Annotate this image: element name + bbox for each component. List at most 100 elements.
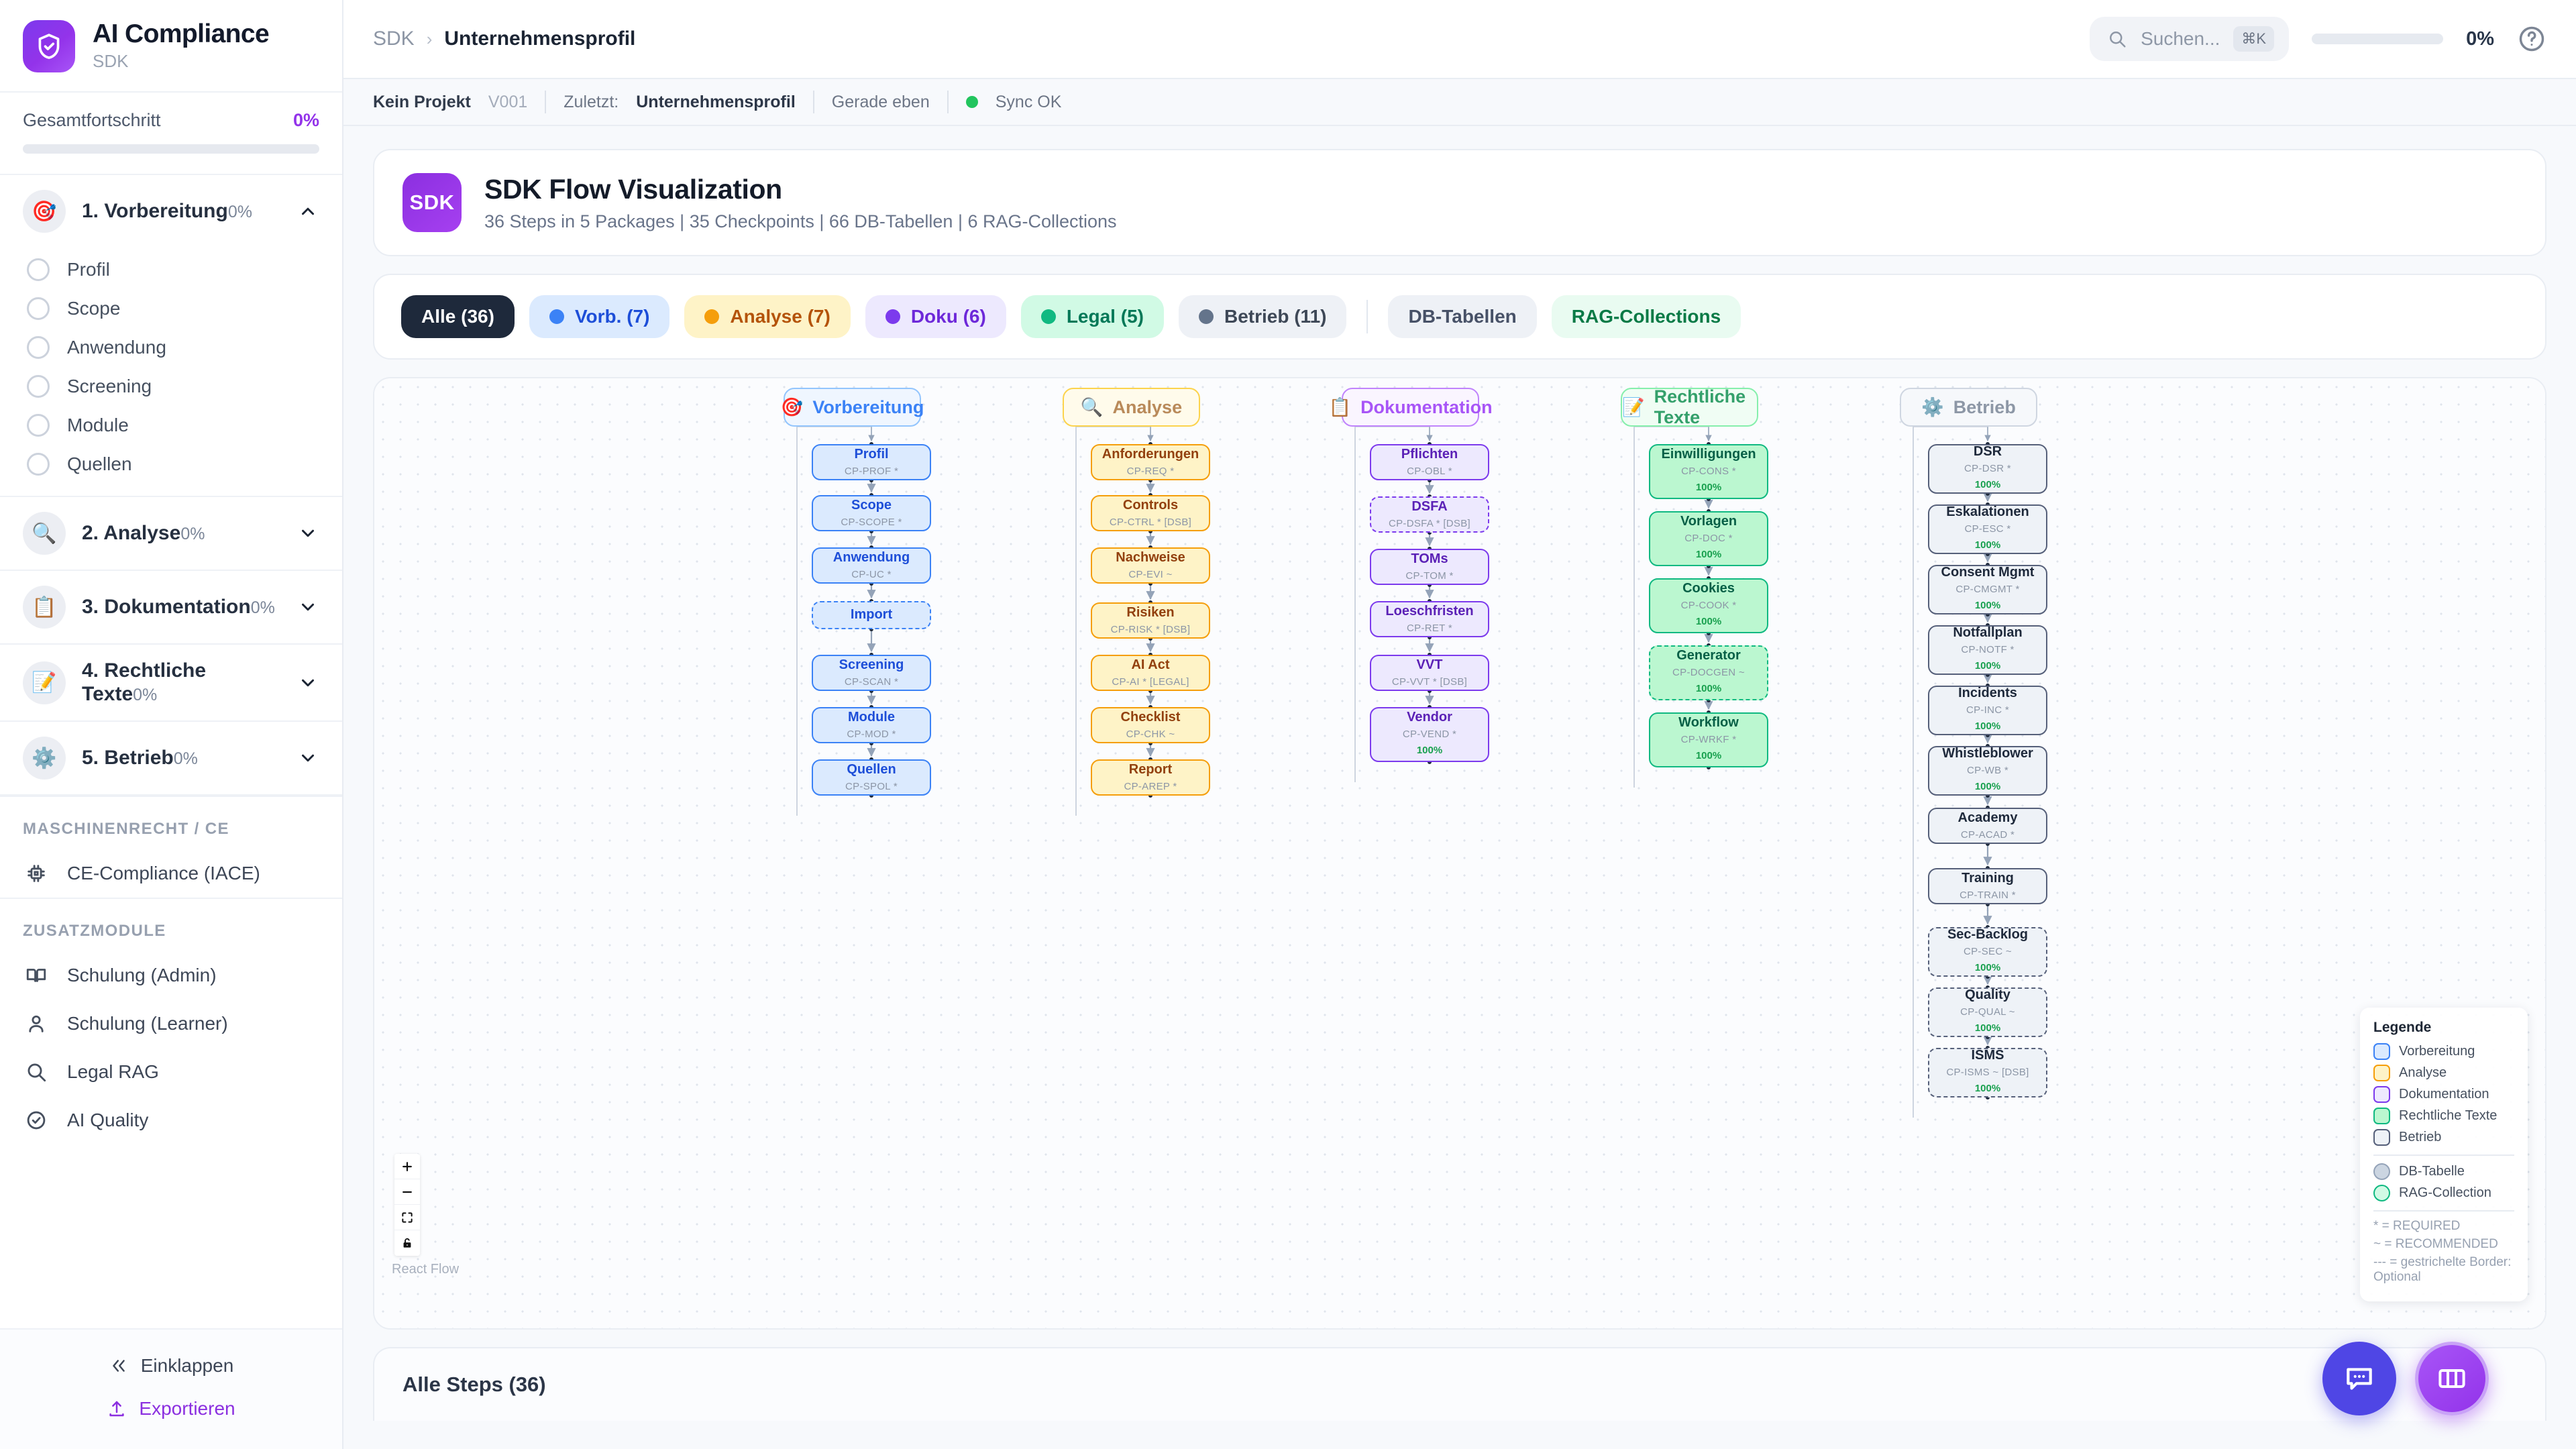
sidebar-step-profil[interactable]: Profil <box>0 250 342 289</box>
step-status-radio-icon[interactable] <box>27 453 50 476</box>
flow-group-label: Dokumentation <box>1360 396 1493 417</box>
zoom-out-button[interactable] <box>394 1179 420 1205</box>
sidebar-item-ai-quality[interactable]: AI Quality <box>0 1096 342 1144</box>
minus-icon <box>402 1191 412 1193</box>
sidebar-item-label: Schulung (Admin) <box>67 965 217 985</box>
help-icon[interactable] <box>2517 24 2546 54</box>
sidebar-step-anwendung[interactable]: Anwendung <box>0 328 342 367</box>
columns-icon <box>2438 1369 2465 1388</box>
filter-pill-0[interactable]: Alle (36) <box>401 295 515 338</box>
filter-pill-6[interactable]: DB-Tabellen <box>1388 295 1537 338</box>
package-header-2[interactable]: 🔍2. Analyse0% <box>0 497 342 570</box>
flow-node-percent: 100% <box>1974 1082 2001 1094</box>
flow-node-code: CP-RISK * [DSB] <box>1110 624 1191 635</box>
filter-pill-1[interactable]: Vorb. (7) <box>529 295 670 338</box>
package-header-1[interactable]: 🎯1. Vorbereitung0% <box>0 175 342 248</box>
chevron-down-icon[interactable] <box>297 747 319 769</box>
sidebar-item-legal-rag[interactable]: Legal RAG <box>0 1048 342 1096</box>
chevron-up-icon[interactable] <box>297 200 319 223</box>
breadcrumb-root[interactable]: SDK <box>373 28 415 50</box>
export-button[interactable]: Exportieren <box>0 1387 342 1430</box>
package-header-4[interactable]: 📝4. Rechtliche Texte0% <box>0 645 342 720</box>
package-header-5[interactable]: ⚙️5. Betrieb0% <box>0 722 342 794</box>
filter-pill-7[interactable]: RAG-Collections <box>1551 295 1741 338</box>
step-label: Screening <box>67 376 152 396</box>
step-status-radio-icon[interactable] <box>27 258 50 281</box>
sidebar-item-schulung-learner[interactable]: Schulung (Learner) <box>0 1000 342 1048</box>
step-status-radio-icon[interactable] <box>27 414 50 437</box>
filter-label: Legal (5) <box>1066 306 1144 327</box>
collapse-sidebar-button[interactable]: Einklappen <box>0 1344 342 1387</box>
flow-node-code: CP-CHK ~ <box>1126 729 1175 740</box>
sidebar-item-ce-compliance[interactable]: CE-Compliance (IACE) <box>0 849 342 898</box>
chevron-down-icon[interactable] <box>297 522 319 545</box>
flow-node-percent: 100% <box>1974 599 2001 611</box>
chevron-down-icon[interactable] <box>297 672 319 694</box>
filter-pill-3[interactable]: Doku (6) <box>865 295 1006 338</box>
sidebar-step-quellen[interactable]: Quellen <box>0 445 342 484</box>
step-status-radio-icon[interactable] <box>27 297 50 320</box>
filter-pill-4[interactable]: Legal (5) <box>1020 295 1164 338</box>
panel-toggle-fab-button[interactable] <box>2415 1342 2489 1415</box>
filter-pill-5[interactable]: Betrieb (11) <box>1178 295 1347 338</box>
step-status-radio-icon[interactable] <box>27 336 50 359</box>
fit-view-button[interactable] <box>394 1205 420 1230</box>
flow-node-code: CP-CMGMT * <box>1955 583 2020 595</box>
header-progress-value: 0% <box>2466 28 2494 50</box>
search-input[interactable]: Suchen... ⌘K <box>2090 17 2290 61</box>
flow-node-name: Report <box>1128 762 1173 777</box>
step-status-radio-icon[interactable] <box>27 375 50 398</box>
sidebar-step-module[interactable]: Module <box>0 406 342 445</box>
sidebar-step-screening[interactable]: Screening <box>0 367 342 406</box>
flow-node-import[interactable]: Import <box>812 601 931 629</box>
chat-fab-button[interactable] <box>2322 1342 2396 1415</box>
chevron-down-icon[interactable] <box>297 596 319 619</box>
filter-pill-2[interactable]: Analyse (7) <box>684 295 851 338</box>
flow-node-name: Incidents <box>1958 685 2017 700</box>
package-header-3[interactable]: 📋3. Dokumentation0% <box>0 571 342 643</box>
zoom-in-button[interactable] <box>394 1154 420 1179</box>
lock-toggle-button[interactable] <box>394 1230 420 1256</box>
package-emoji-icon: 🎯 <box>23 190 66 233</box>
flow-node-code: CP-VVT * [DSB] <box>1391 676 1468 688</box>
sidebar-step-scope[interactable]: Scope <box>0 289 342 328</box>
sidebar-item-schulung-admin[interactable]: Schulung (Admin) <box>0 951 342 1000</box>
